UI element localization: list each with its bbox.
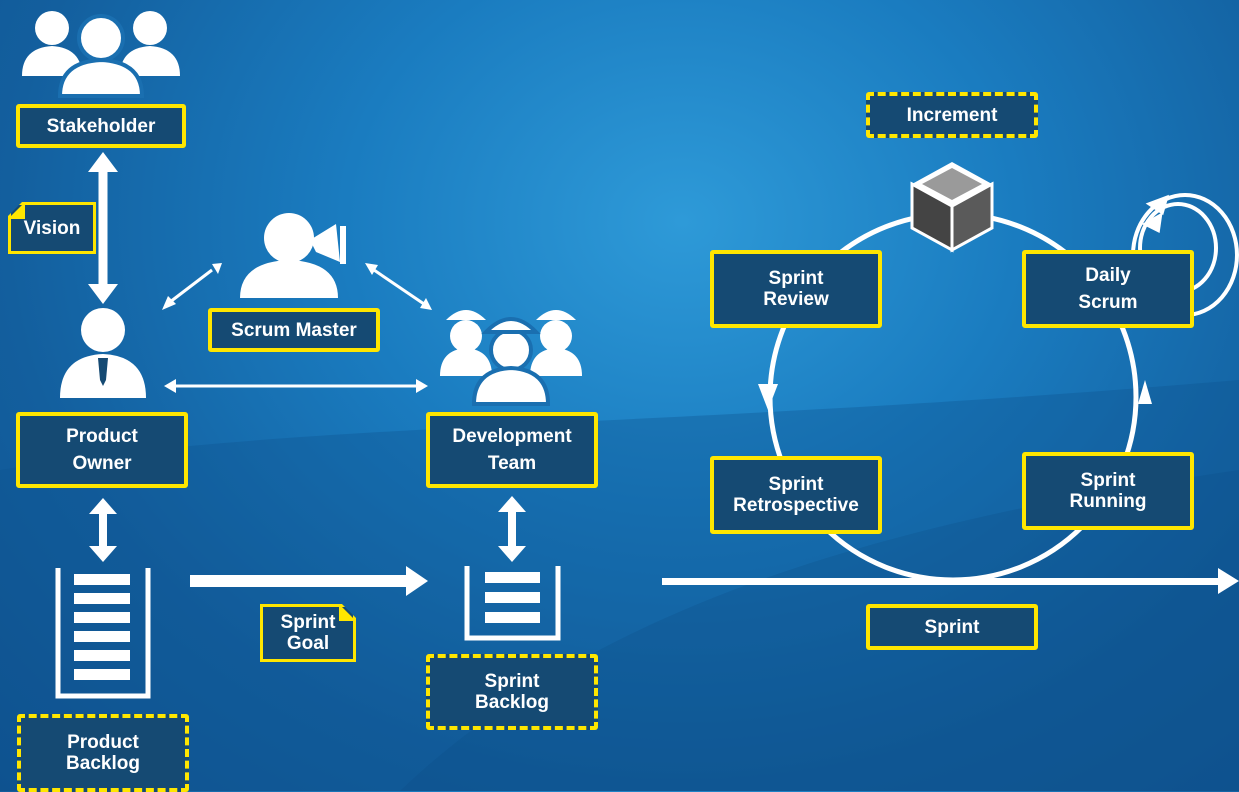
sprint-label: Sprint (866, 604, 1038, 650)
product-owner-icon (60, 308, 146, 398)
vision-note: Vision (8, 202, 96, 254)
owner-backlog-arrow (89, 498, 117, 562)
increment-label: Increment (866, 92, 1038, 138)
sprint-retrospective-label: Sprint Retrospective (710, 456, 882, 534)
product-backlog-label: Product Backlog (17, 714, 189, 792)
stakeholder-owner-arrow (88, 152, 118, 304)
owner-team-arrow (164, 379, 428, 393)
scrum-master-label: Scrum Master (208, 308, 380, 352)
scrum-master-team-arrow (365, 263, 432, 310)
sprint-goal-note: Sprint Goal (260, 604, 356, 662)
increment-cube-icon (910, 162, 994, 253)
sprint-running-label: Sprint Running (1022, 452, 1194, 530)
backlog-flow-arrow (190, 566, 428, 596)
development-team-icon (440, 310, 582, 406)
team-backlog-arrow (498, 496, 526, 562)
stakeholder-people-icon (22, 11, 180, 98)
scrum-master-icon (240, 213, 346, 298)
sprint-review-label: Sprint Review (710, 250, 882, 328)
scrum-master-owner-arrow (162, 263, 222, 310)
product-backlog-icon (55, 568, 151, 699)
development-team-label: Development Team (426, 412, 598, 488)
product-owner-label: Product Owner (16, 412, 188, 488)
stakeholder-label: Stakeholder (16, 104, 186, 148)
sprint-backlog-label: Sprint Backlog (426, 654, 598, 730)
daily-scrum-label: Daily Scrum (1022, 250, 1194, 328)
sprint-timeline-arrow (662, 568, 1239, 594)
sprint-backlog-icon (464, 566, 561, 641)
